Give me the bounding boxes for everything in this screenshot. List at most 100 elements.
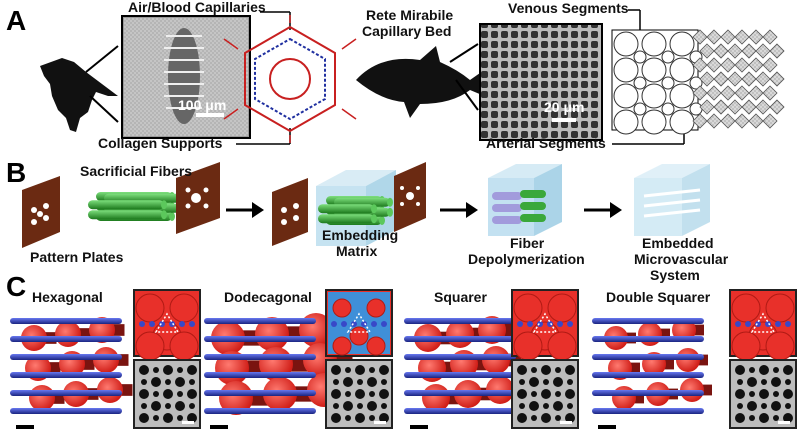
blue-fiber xyxy=(10,390,122,396)
venous-circle xyxy=(669,109,695,135)
arterial-circle xyxy=(633,76,647,90)
tile-red-circle xyxy=(349,326,369,346)
tile-unit-cell xyxy=(154,312,180,333)
micro-ct-scale-bar xyxy=(778,421,790,424)
arterial-circle xyxy=(689,102,703,116)
micro-ct-channel xyxy=(187,365,197,375)
venous-circle xyxy=(613,31,639,57)
blue-fiber xyxy=(592,318,704,324)
scale-bar-left xyxy=(196,113,224,117)
micro-ct-channel xyxy=(783,389,793,399)
panel-label-b: B xyxy=(6,157,26,188)
diamond-cell xyxy=(720,113,736,129)
blue-fiber xyxy=(404,318,516,324)
micro-ct-scale-bar xyxy=(374,421,386,424)
micro-ct-channel xyxy=(747,377,757,387)
tile-blue-circle xyxy=(139,321,145,327)
fish-silhouette-icon xyxy=(356,46,494,118)
red-fiber-end xyxy=(255,317,289,351)
arterial-circle xyxy=(661,50,675,64)
scale-bar-left-label: 100 μm xyxy=(178,97,226,113)
micro-ct-channel xyxy=(759,389,769,399)
arterial-circle xyxy=(661,102,675,116)
tile-blue-circle xyxy=(537,321,543,327)
fiber-end xyxy=(161,210,167,220)
micro-ct-channel xyxy=(783,413,793,423)
tile-blue-circle xyxy=(331,321,337,327)
tile-red-circle xyxy=(765,331,795,361)
leader-line xyxy=(449,43,479,63)
micro-ct-channel xyxy=(175,401,185,411)
tile-blue-circle xyxy=(785,321,791,327)
micro-ct-channel xyxy=(355,413,365,423)
venous-circle-pack xyxy=(611,29,703,135)
micro-ct-channel xyxy=(333,403,339,409)
blue-fiber xyxy=(204,372,316,378)
diamond-cell xyxy=(734,113,750,129)
micro-ct-channel xyxy=(189,379,195,385)
micro-ct-channel xyxy=(771,401,781,411)
venous-circle xyxy=(613,109,639,135)
diamond-cell xyxy=(769,43,785,59)
micro-ct-channel xyxy=(177,415,183,421)
micro-ct-channel xyxy=(783,365,793,375)
red-fiber-end xyxy=(55,321,81,347)
micro-ct-channel xyxy=(735,389,745,399)
micro-ct-channel xyxy=(153,367,159,373)
tile-blue-circle xyxy=(735,321,741,327)
red-fiber-end xyxy=(612,386,636,410)
micro-ct-channel xyxy=(139,413,149,423)
label-dodecagonal: Dodecagonal xyxy=(224,289,312,305)
micro-ct-channel xyxy=(749,415,755,421)
micro-ct-channel xyxy=(749,367,755,373)
micro-ct-channel xyxy=(369,367,375,373)
label-collagen-supports: Collagen Supports xyxy=(98,135,223,151)
micro-ct-channel xyxy=(785,379,791,385)
diamond-cell xyxy=(692,85,708,101)
micro-ct-channel xyxy=(369,391,375,397)
micro-ct-channel xyxy=(749,391,755,397)
tile-red-circle xyxy=(332,336,352,356)
label-arterial-segments: Arterial Segments xyxy=(486,135,606,151)
tile-blue-circle xyxy=(755,321,761,327)
micro-ct-channel xyxy=(151,401,161,411)
tile-blue-circle xyxy=(159,321,165,327)
blue-fiber xyxy=(404,372,516,378)
diamond-cell xyxy=(706,85,722,101)
micro-ct-channel xyxy=(177,391,183,397)
micro-ct-channel xyxy=(773,391,779,397)
diamond-cell xyxy=(748,113,764,129)
micro-ct-channel xyxy=(555,391,561,397)
micro-ct-channel xyxy=(759,365,769,375)
micro-ct-channel xyxy=(773,367,779,373)
scale-bar xyxy=(410,425,428,429)
tile-blue-circle xyxy=(149,321,155,327)
blue-fiber xyxy=(404,336,516,342)
micro-ct-channel xyxy=(331,365,341,375)
tile-blue-circle xyxy=(351,321,357,327)
micro-ct-channel xyxy=(761,403,767,409)
micro-ct-channel xyxy=(367,401,377,411)
micro-ct-channel xyxy=(153,391,159,397)
green-fiber xyxy=(318,204,374,214)
tile-blue-circle xyxy=(179,321,185,327)
diamond-cell xyxy=(692,29,708,45)
venous-circle xyxy=(613,57,639,83)
micro-ct-scale-bar xyxy=(560,421,572,424)
micro-ct-channel xyxy=(381,379,387,385)
embedded-microvascular-cube xyxy=(634,164,710,236)
micro-ct-channel xyxy=(189,403,195,409)
venous-circle xyxy=(613,83,639,109)
arterial-circle xyxy=(633,50,647,64)
micro-ct-channel xyxy=(357,379,363,385)
scale-bar-right-label: 20 μm xyxy=(544,99,584,115)
venous-circle xyxy=(641,57,667,83)
micro-ct-channel xyxy=(771,377,781,387)
micro-ct-channel xyxy=(367,377,377,387)
micro-ct-channel xyxy=(343,377,353,387)
blue-fiber xyxy=(592,354,704,360)
micro-ct-channel xyxy=(737,403,743,409)
arrowhead xyxy=(466,202,478,218)
micro-ct-channel xyxy=(553,401,563,411)
tile-blue-circle xyxy=(745,321,751,327)
